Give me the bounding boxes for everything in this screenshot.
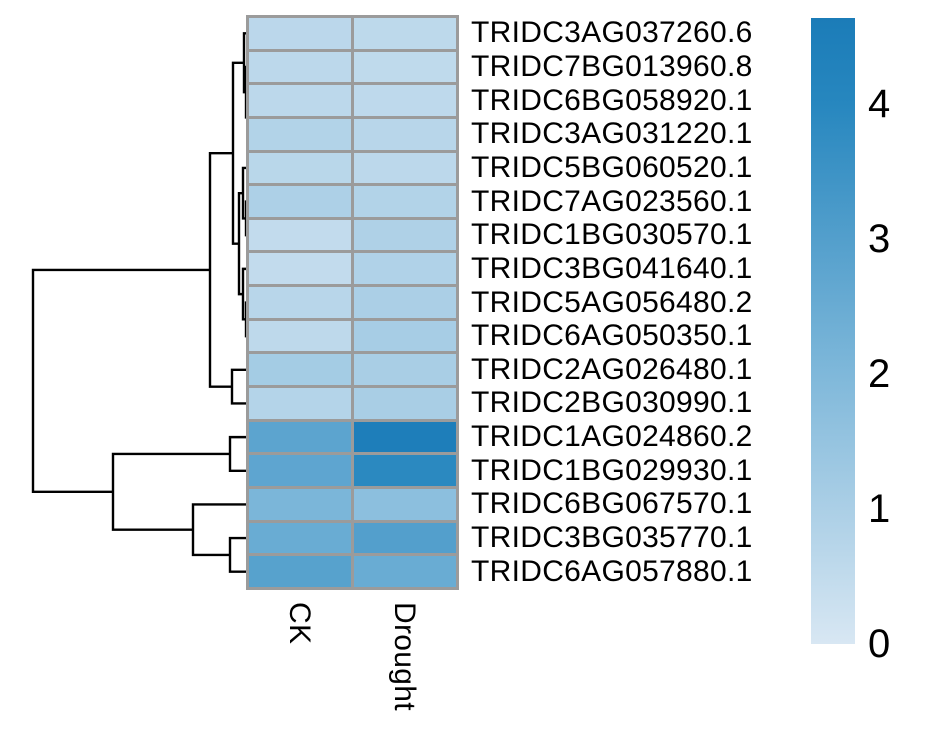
- row-label-TRIDC1BG029930.1: TRIDC1BG029930.1: [471, 453, 753, 487]
- heatmap-cell-r13-drought: [354, 421, 456, 453]
- colorbar-tick-2: 2: [868, 352, 891, 397]
- heatmap-cell-r14-ck: [249, 455, 351, 486]
- colorbar-tick-3: 3: [868, 217, 891, 262]
- heatmap-cell-r6-ck: [249, 186, 351, 217]
- heatmap-cell-r8-ck: [249, 253, 351, 285]
- heatmap-cell-r16-ck: [249, 522, 351, 554]
- heatmap-cell-r2-ck: [249, 51, 351, 83]
- heatmap-cell-r4-drought: [354, 118, 456, 150]
- heatmap-cell-r1-drought: [354, 18, 456, 49]
- row-label-TRIDC6BG067570.1: TRIDC6BG067570.1: [471, 487, 753, 521]
- col-label-drought: Drought: [388, 602, 421, 711]
- heatmap-cell-r9-drought: [354, 287, 456, 318]
- heatmap-cell-r16-drought: [354, 522, 456, 554]
- row-label-TRIDC3BG041640.1: TRIDC3BG041640.1: [471, 251, 753, 285]
- row-label-TRIDC3AG037260.6: TRIDC3AG037260.6: [471, 16, 753, 50]
- heatmap-cell-r4-ck: [249, 118, 351, 150]
- heatmap-cell-r15-drought: [354, 488, 456, 520]
- heatmap-cell-r17-drought: [354, 556, 456, 587]
- heatmap-cell-r12-drought: [354, 388, 456, 419]
- heatmap-cell-r7-ck: [249, 219, 351, 251]
- heatmap-grid: [246, 15, 459, 590]
- colorbar-tick-4: 4: [868, 82, 891, 127]
- row-label-TRIDC6AG057880.1: TRIDC6AG057880.1: [471, 554, 753, 588]
- heatmap-cell-r9-ck: [249, 287, 351, 318]
- heatmap-cell-r1-ck: [249, 18, 351, 49]
- heatmap-cell-r8-drought: [354, 253, 456, 285]
- dendrogram-lines: [31, 32, 250, 573]
- heatmap-cell-r17-ck: [249, 556, 351, 587]
- heatmap-cell-r6-drought: [354, 186, 456, 217]
- heatmap-cell-r12-ck: [249, 388, 351, 419]
- row-label-TRIDC2AG026480.1: TRIDC2AG026480.1: [471, 352, 753, 386]
- row-label-TRIDC2BG030990.1: TRIDC2BG030990.1: [471, 386, 753, 420]
- row-label-TRIDC1BG030570.1: TRIDC1BG030570.1: [471, 218, 753, 252]
- heatmap-cell-r15-ck: [249, 488, 351, 520]
- row-label-TRIDC5BG060520.1: TRIDC5BG060520.1: [471, 150, 753, 184]
- row-label-TRIDC1AG024860.2: TRIDC1AG024860.2: [471, 420, 753, 454]
- heatmap-cell-r13-ck: [249, 421, 351, 453]
- colorbar-tick-0: 0: [868, 622, 891, 666]
- heatmap-cell-r10-ck: [249, 320, 351, 352]
- heatmap-cell-r3-ck: [249, 85, 351, 116]
- heatmap-cell-r11-ck: [249, 354, 351, 386]
- row-label-TRIDC7BG013960.8: TRIDC7BG013960.8: [471, 49, 753, 83]
- col-label-ck: CK: [283, 602, 316, 645]
- colorbar-tick-1: 1: [868, 487, 891, 532]
- row-label-TRIDC6BG058920.1: TRIDC6BG058920.1: [471, 83, 753, 117]
- heatmap-cell-r11-drought: [354, 354, 456, 386]
- heatmap-cell-r3-drought: [354, 85, 456, 116]
- heatmap-cell-r5-drought: [354, 152, 456, 184]
- row-label-TRIDC3AG031220.1: TRIDC3AG031220.1: [471, 117, 753, 151]
- heatmap-cell-r10-drought: [354, 320, 456, 352]
- colorbar-gradient: [811, 18, 855, 644]
- heatmap-cell-r7-drought: [354, 219, 456, 251]
- heatmap-cell-r2-drought: [354, 51, 456, 83]
- row-label-TRIDC6AG050350.1: TRIDC6AG050350.1: [471, 319, 753, 353]
- heatmap-cell-r14-drought: [354, 455, 456, 486]
- row-label-TRIDC7AG023560.1: TRIDC7AG023560.1: [471, 184, 753, 218]
- row-label-TRIDC5AG056480.2: TRIDC5AG056480.2: [471, 285, 753, 319]
- row-label-TRIDC3BG035770.1: TRIDC3BG035770.1: [471, 521, 753, 555]
- heatmap-cell-r5-ck: [249, 152, 351, 184]
